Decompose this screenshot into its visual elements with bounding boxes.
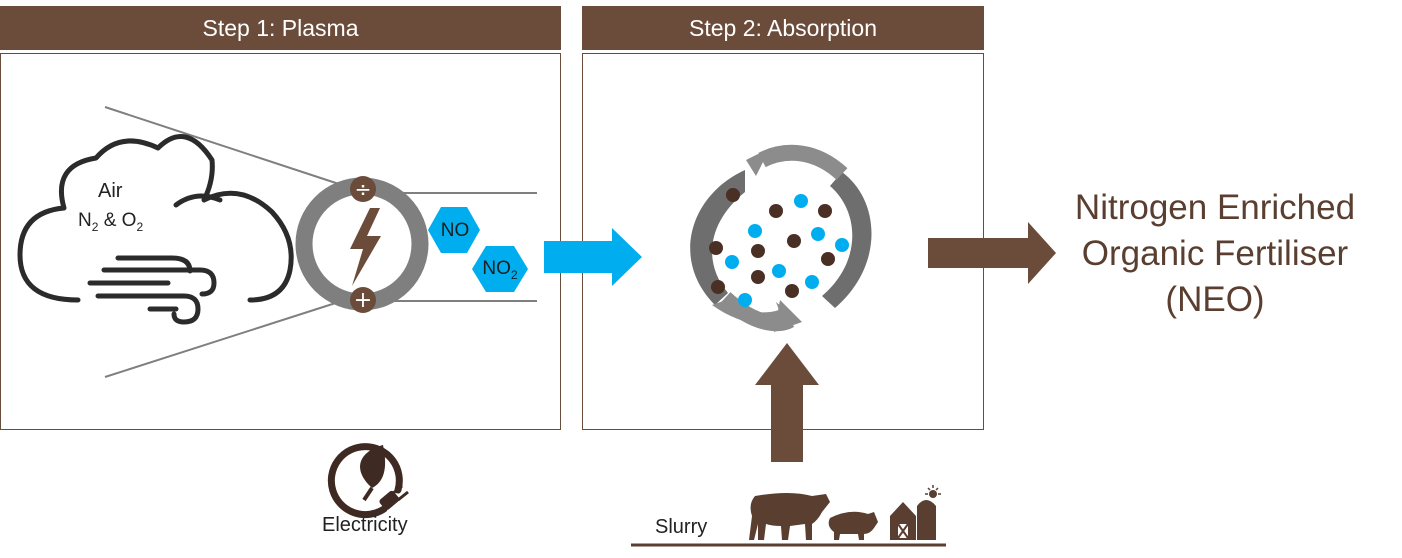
- lightning-icon: [350, 208, 381, 286]
- barn-icon: [890, 485, 941, 540]
- output-line-1: Nitrogen Enriched: [1074, 188, 1356, 227]
- particles: [709, 188, 849, 307]
- no2-hexagon: [472, 246, 528, 292]
- no-label: NO: [440, 220, 470, 241]
- gas-label: N2 & O2: [78, 210, 144, 234]
- step-2-header: Step 2: Absorption: [582, 6, 984, 50]
- pig-icon: [828, 511, 878, 540]
- leaf-plug-icon: [327, 443, 409, 519]
- electrode-top: [350, 176, 376, 202]
- electrode-bottom-symbol: +: [354, 288, 372, 313]
- air-label: Air: [98, 180, 123, 202]
- step-1-header: Step 1: Plasma: [0, 6, 561, 50]
- slurry-arrow: [755, 343, 819, 462]
- plasma-reactor: ÷ +: [295, 176, 429, 313]
- cow-icon: [749, 493, 830, 540]
- electrode-top-symbol: ÷: [355, 177, 372, 201]
- output-arrow: [928, 222, 1056, 284]
- output-line-3: (NEO): [1165, 280, 1265, 319]
- no-hexagon: [428, 207, 480, 253]
- output-product-label: Nitrogen Enriched Organic Fertiliser (NE…: [1040, 185, 1390, 323]
- blue-arrow: [544, 228, 642, 286]
- output-line-2: Organic Fertiliser: [1081, 234, 1349, 273]
- no2-label: NO2: [482, 258, 518, 282]
- slurry-label: Slurry: [655, 516, 708, 538]
- electricity-label: Electricity: [322, 514, 408, 536]
- recycle-icon: [690, 144, 872, 340]
- cloud-icon: [17, 134, 294, 303]
- wind-icon: [87, 255, 217, 325]
- electrode-bottom: [350, 287, 376, 313]
